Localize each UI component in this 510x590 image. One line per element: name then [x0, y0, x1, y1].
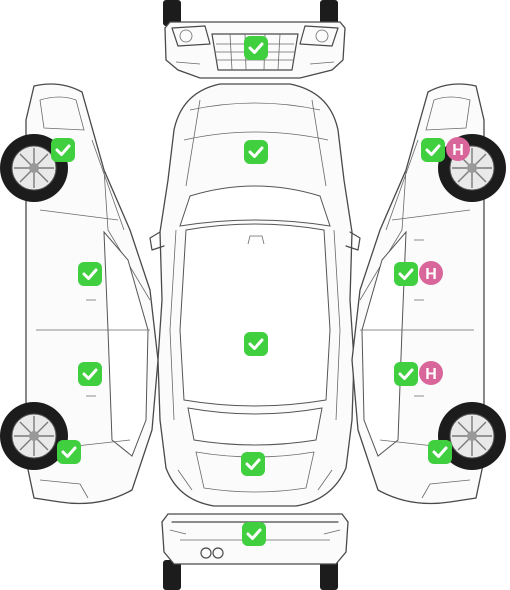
left-rear-wheel-graphic: [0, 402, 68, 470]
hood-ok-marker[interactable]: [244, 140, 268, 164]
right-side-view: [351, 83, 506, 505]
front-right-tire: [320, 0, 338, 26]
h-badge-icon: [419, 361, 443, 385]
checkmark-icon: [244, 36, 268, 60]
trunk-ok-marker[interactable]: [241, 452, 265, 476]
checkmark-icon: [394, 262, 418, 286]
checkmark-icon: [51, 138, 75, 162]
rear-right-tire: [320, 560, 338, 590]
right-front-wheel-h-marker[interactable]: H: [446, 137, 470, 161]
checkmark-icon: [78, 362, 102, 386]
left-front-door-ok-marker[interactable]: [78, 262, 102, 286]
left-rear-door-ok-marker[interactable]: [78, 362, 102, 386]
left-rear-wheel-ok-marker[interactable]: [57, 440, 81, 464]
checkmark-icon: [394, 362, 418, 386]
h-badge-label: H: [425, 366, 437, 383]
left-side-view: [0, 83, 159, 505]
rear-left-tire: [163, 560, 181, 590]
top-view: [149, 83, 361, 507]
h-badge-label: H: [452, 142, 464, 159]
right-rear-door-h-marker[interactable]: H: [419, 361, 443, 385]
right-front-wheel-ok-marker[interactable]: [421, 138, 445, 162]
rear-bumper-ok-marker[interactable]: [242, 522, 266, 546]
checkmark-icon: [78, 262, 102, 286]
right-rear-wheel-ok-marker[interactable]: [428, 440, 452, 464]
checkmark-icon: [421, 138, 445, 162]
right-front-door-h-marker[interactable]: H: [419, 261, 443, 285]
windshield: [179, 185, 331, 227]
checkmark-icon: [57, 440, 81, 464]
roof-ok-marker[interactable]: [244, 332, 268, 356]
right-front-door-ok-marker[interactable]: [394, 262, 418, 286]
right-rear-door-ok-marker[interactable]: [394, 362, 418, 386]
h-badge-icon: [446, 137, 470, 161]
checkmark-icon: [244, 332, 268, 356]
right-rear-wheel-graphic: [438, 402, 506, 470]
left-front-wheel-ok-marker[interactable]: [51, 138, 75, 162]
rear-window: [187, 407, 323, 446]
h-badge-label: H: [425, 266, 437, 283]
checkmark-icon: [241, 452, 265, 476]
h-badge-icon: [419, 261, 443, 285]
checkmark-icon: [242, 522, 266, 546]
front-bumper-ok-marker[interactable]: [244, 36, 268, 60]
front-left-tire: [163, 0, 181, 26]
roof-panel: [179, 223, 331, 407]
checkmark-icon: [244, 140, 268, 164]
checkmark-icon: [428, 440, 452, 464]
